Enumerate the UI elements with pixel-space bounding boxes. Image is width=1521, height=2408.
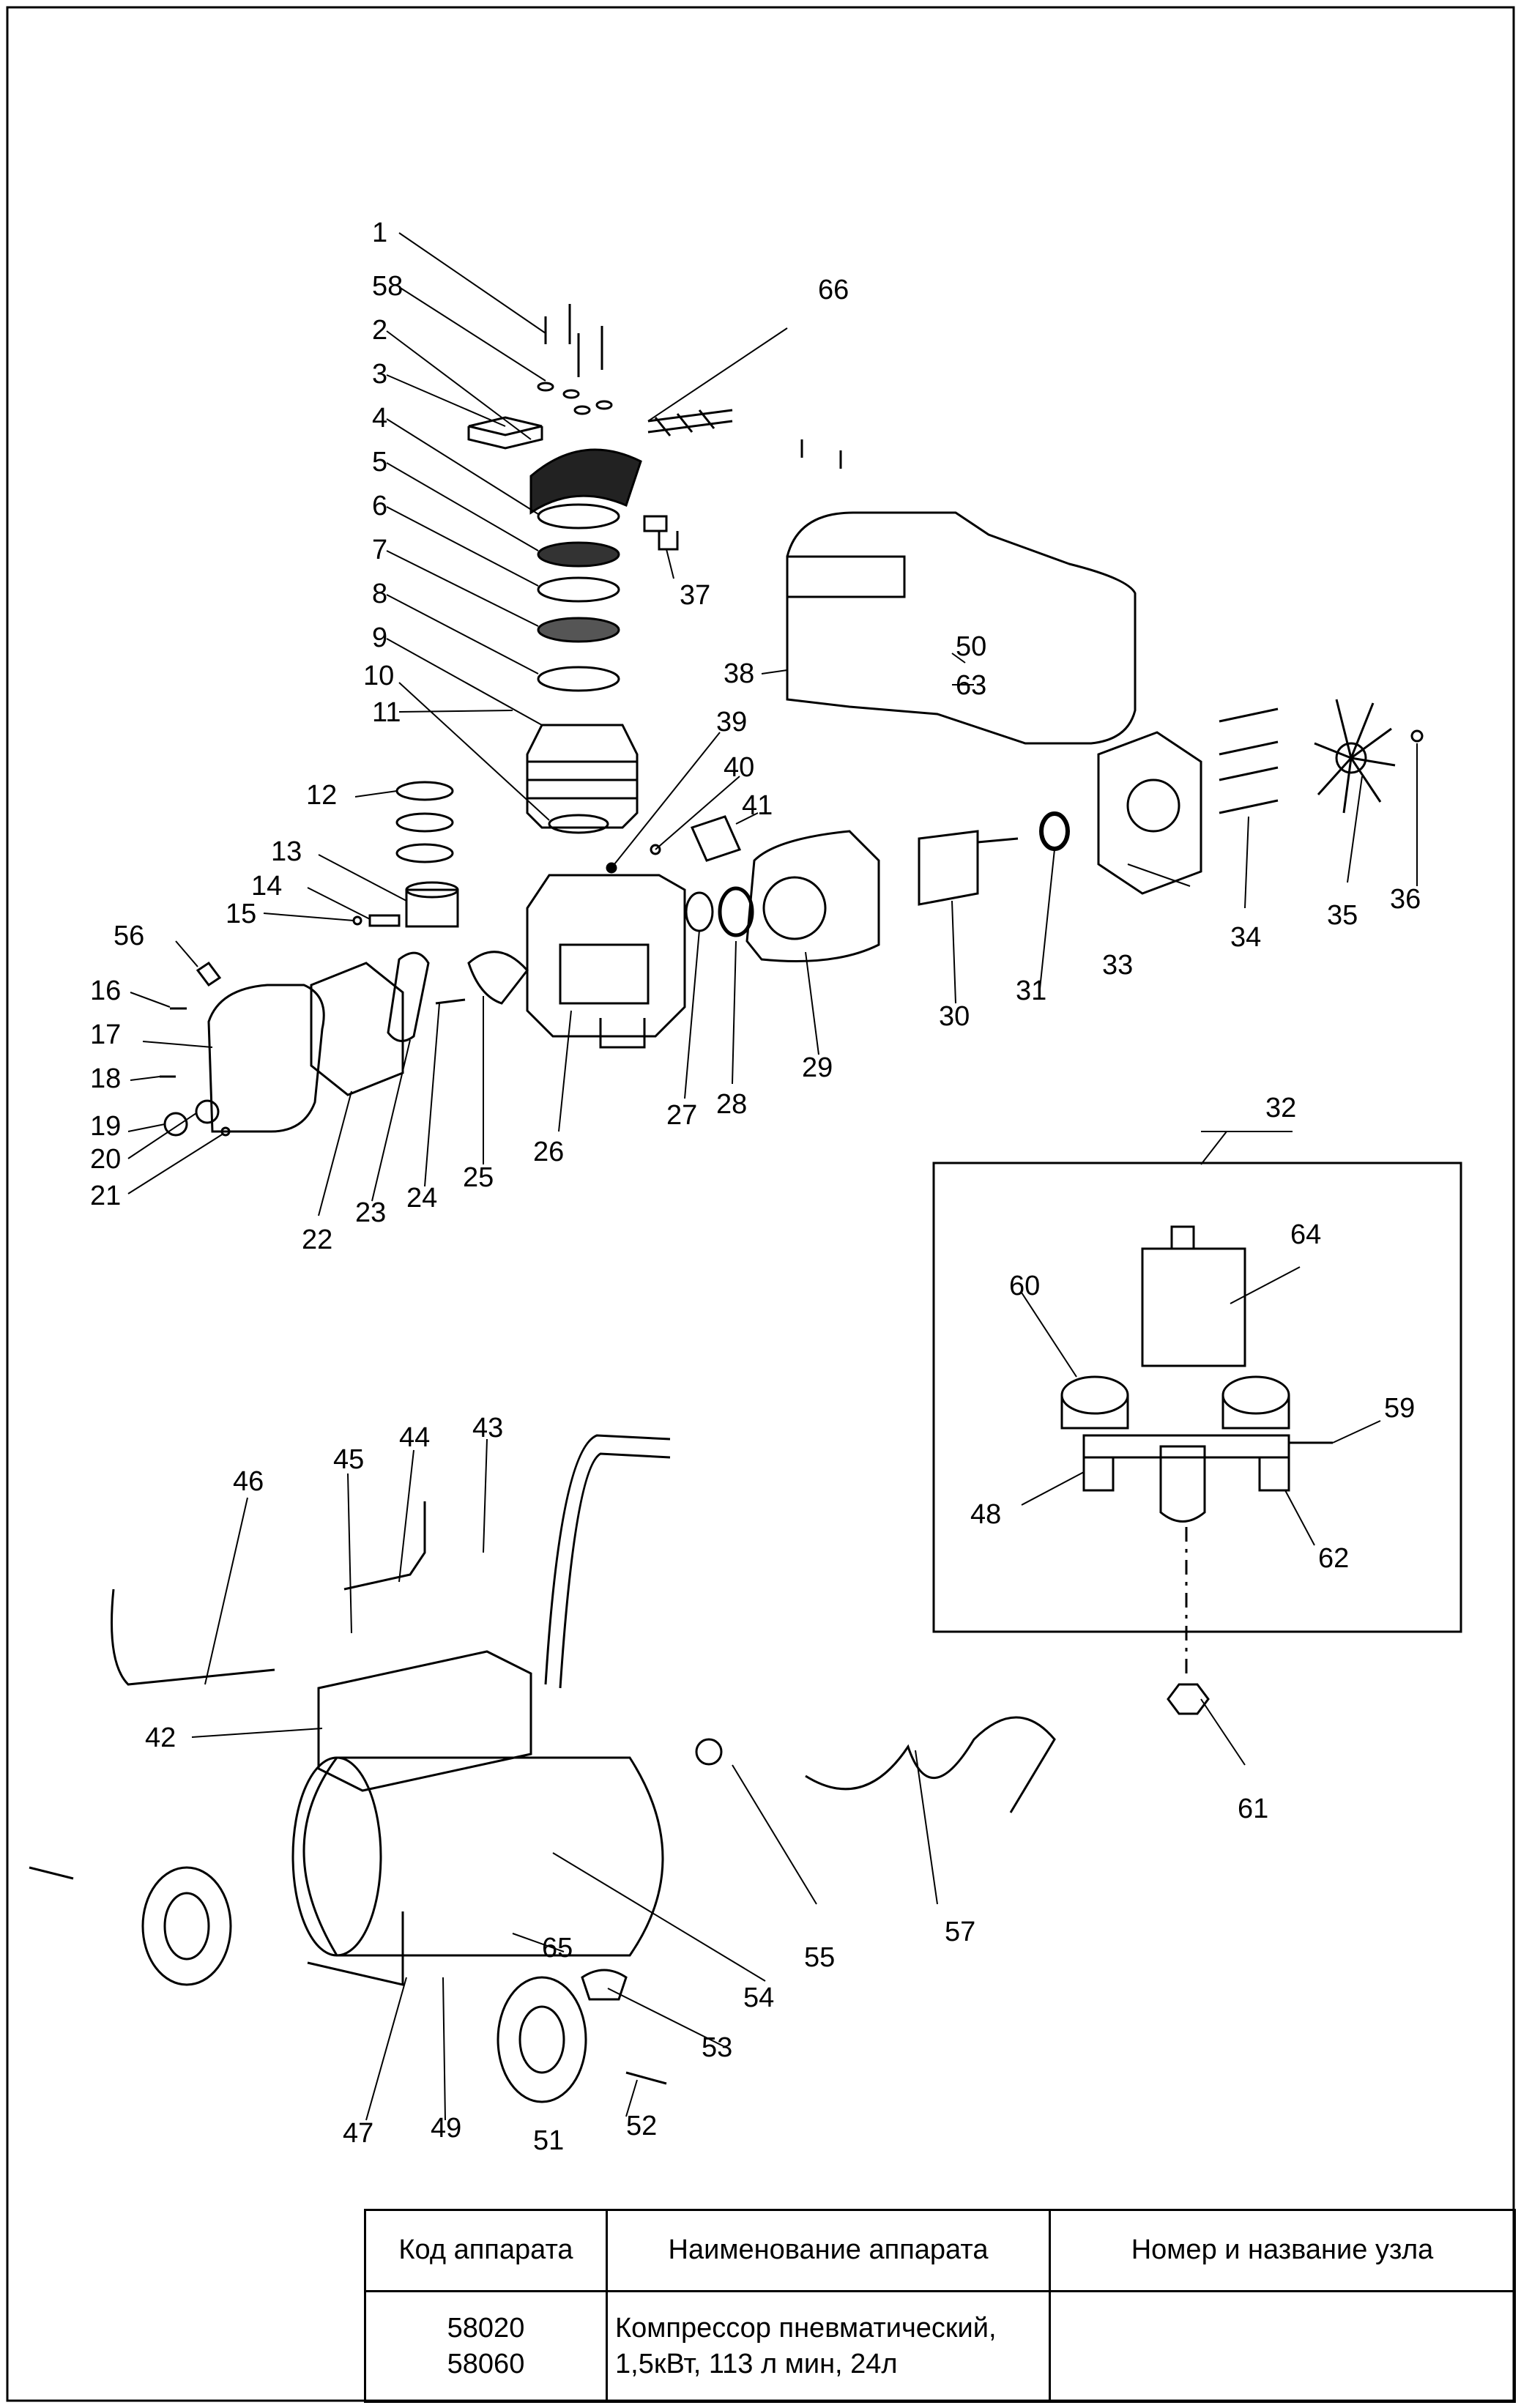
callout-26: 26 — [533, 1137, 564, 1167]
header-assembly: Номер и название узла — [1049, 2209, 1516, 2292]
callout-48: 48 — [970, 1499, 1001, 1530]
callout-42: 42 — [145, 1723, 176, 1753]
callout-24: 24 — [406, 1183, 437, 1214]
callout-45: 45 — [333, 1444, 364, 1475]
callout-36: 36 — [1390, 884, 1421, 915]
pressure-switch-box — [932, 1162, 1462, 1715]
device-code-value: 58020 58060 — [364, 2290, 608, 2403]
callout-11: 11 — [372, 697, 401, 728]
callout-47: 47 — [343, 2118, 373, 2149]
callout-61: 61 — [1238, 1794, 1268, 1824]
tank-assembly — [29, 1434, 1056, 2103]
callout-32: 32 — [1265, 1093, 1296, 1123]
callout-56: 56 — [114, 921, 144, 951]
callout-12: 12 — [306, 780, 337, 811]
motor-assembly — [745, 439, 1424, 962]
callout-21: 21 — [90, 1181, 121, 1211]
callout-39: 39 — [716, 707, 747, 737]
callout-6: 6 — [372, 491, 387, 521]
title-block-table: Код аппарата Наименование аппарата Номер… — [364, 2209, 1516, 2403]
callout-38: 38 — [724, 658, 754, 689]
assembly-value — [1049, 2290, 1516, 2403]
header-device-name: Наименование аппарата — [606, 2209, 1051, 2292]
callout-9: 9 — [372, 623, 387, 653]
callout-25: 25 — [463, 1162, 494, 1193]
callout-23: 23 — [355, 1197, 386, 1228]
callout-59: 59 — [1384, 1393, 1415, 1424]
callout-55: 55 — [804, 1942, 835, 1973]
callout-51: 51 — [533, 2125, 564, 2156]
leader-lines — [127, 232, 1418, 2121]
piston-crank-assembly — [160, 781, 754, 1137]
callout-57: 57 — [945, 1917, 975, 1947]
callout-4: 4 — [372, 403, 387, 434]
callout-66: 66 — [818, 275, 849, 305]
callout-43: 43 — [472, 1413, 503, 1443]
callout-28: 28 — [716, 1089, 747, 1120]
callout-19: 19 — [90, 1111, 121, 1142]
callout-8: 8 — [372, 579, 387, 609]
callout-44: 44 — [399, 1422, 430, 1453]
device-name-value: Компрессор пневматический, 1,5кВт, 113 л… — [606, 2290, 1051, 2403]
callout-60: 60 — [1009, 1271, 1040, 1301]
callout-13: 13 — [271, 836, 302, 867]
callout-10: 10 — [363, 661, 394, 691]
callout-27: 27 — [666, 1100, 697, 1131]
callout-34: 34 — [1230, 922, 1261, 953]
callout-3: 3 — [372, 359, 387, 390]
callout-15: 15 — [226, 899, 256, 929]
callout-35: 35 — [1327, 900, 1358, 931]
callout-14: 14 — [251, 871, 282, 902]
callout-41: 41 — [742, 790, 773, 821]
callout-40: 40 — [724, 752, 754, 783]
callout-50: 50 — [956, 631, 986, 662]
callout-58: 58 — [372, 271, 403, 302]
callout-7: 7 — [372, 535, 387, 565]
callout-65: 65 — [542, 1933, 573, 1963]
callout-33: 33 — [1102, 950, 1133, 981]
callout-30: 30 — [939, 1001, 970, 1032]
callout-52: 52 — [626, 2111, 657, 2141]
sheet-frame — [6, 6, 1515, 2402]
compressor-head-assembly — [467, 304, 733, 834]
callout-1: 1 — [372, 218, 387, 248]
callout-54: 54 — [743, 1982, 774, 2013]
header-device-code: Код аппарата — [364, 2209, 608, 2292]
callout-37: 37 — [680, 580, 710, 611]
callout-2: 2 — [372, 315, 387, 346]
callout-labels: 1 58 2 3 4 5 6 7 8 9 10 11 12 13 14 15 5… — [90, 218, 1421, 2156]
callout-16: 16 — [90, 976, 121, 1006]
callout-29: 29 — [802, 1052, 833, 1083]
callout-20: 20 — [90, 1144, 121, 1175]
callout-18: 18 — [90, 1063, 121, 1094]
callout-31: 31 — [1016, 976, 1046, 1006]
callout-22: 22 — [302, 1225, 332, 1255]
callout-46: 46 — [233, 1466, 264, 1497]
callout-5: 5 — [372, 447, 387, 477]
callout-49: 49 — [431, 2113, 461, 2144]
callout-63: 63 — [956, 670, 986, 701]
callout-17: 17 — [90, 1019, 121, 1050]
callout-64: 64 — [1290, 1219, 1321, 1250]
callout-62: 62 — [1318, 1543, 1349, 1574]
callout-53: 53 — [702, 2032, 732, 2063]
